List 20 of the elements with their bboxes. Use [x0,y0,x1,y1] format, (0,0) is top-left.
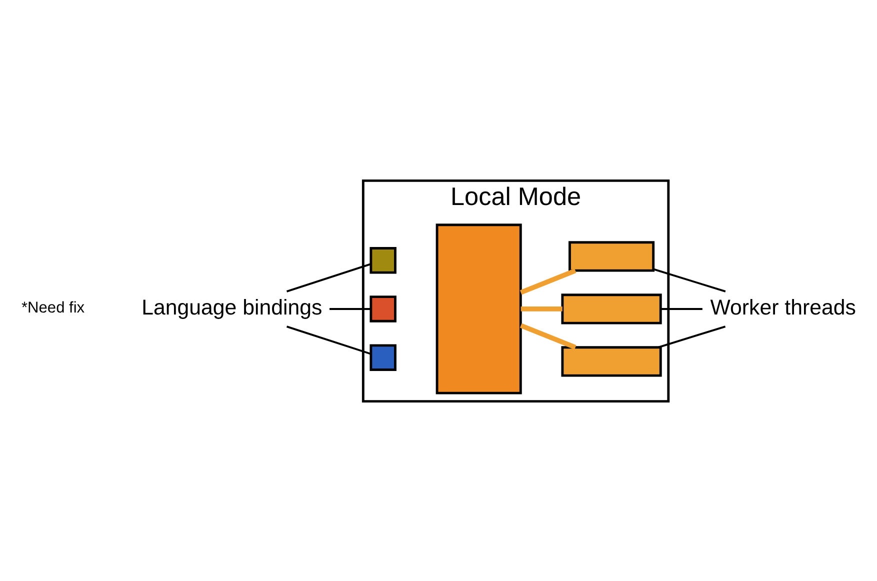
label: *Need fix [22,299,85,316]
connector [286,325,372,354]
node-box [561,293,662,324]
connector [520,322,576,350]
node-box [370,246,396,274]
node-text: Language bindings [142,294,322,319]
node-box [561,346,662,376]
node-box [370,344,396,370]
connector [660,308,702,310]
connector [520,268,576,294]
connector [658,325,726,348]
connector [286,262,372,292]
connector [520,306,562,311]
connector [330,308,371,310]
cluster: Local Mode [362,178,670,402]
node-box [568,240,655,272]
node-box [436,223,522,394]
node-box [370,295,396,322]
node-text: Worker threads [710,294,856,319]
connector [653,268,726,292]
